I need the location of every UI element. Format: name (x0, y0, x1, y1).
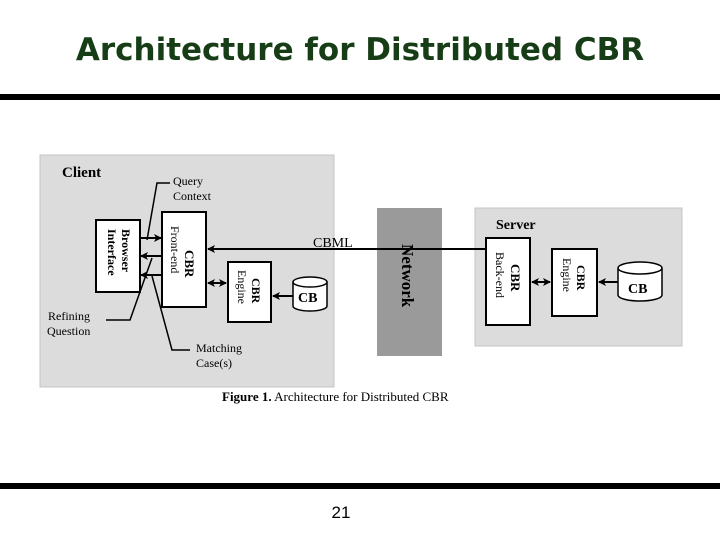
cbml-label: CBML (313, 236, 353, 251)
client-engine-line2: Engine (235, 270, 249, 304)
matching-cases-leader (151, 275, 190, 351)
browser-interface-line1: Browser (119, 229, 133, 273)
server-cb-label: CB (628, 282, 647, 297)
client-cb-label: CB (298, 291, 317, 306)
server-label: Server (496, 218, 536, 233)
bottom-divider (0, 483, 720, 489)
client-engine-line1: CBR (249, 278, 263, 304)
figure-caption: Figure 1. Architecture for Distributed C… (222, 389, 502, 405)
query-context-leader (146, 182, 170, 241)
front-end-line2: Front-end (168, 226, 182, 273)
browser-interface-box: Browser Interface (95, 219, 141, 293)
refining-question-line2: Question (47, 324, 90, 338)
refining-question-line1: Refining (48, 309, 90, 323)
page-number: 21 (331, 503, 351, 522)
cbr-front-end-box: CBR Front-end (161, 211, 207, 308)
front-end-line1: CBR (182, 250, 197, 278)
client-case-base: CB (292, 276, 328, 312)
server-engine-line2: Engine (560, 258, 574, 292)
figure-caption-text: Architecture for Distributed CBR (271, 389, 449, 404)
top-divider (0, 94, 720, 100)
back-end-line1: CBR (508, 264, 523, 292)
matching-cases-line1: Matching (196, 341, 242, 355)
matching-cases-line2: Case(s) (196, 356, 232, 370)
cbr-back-end-box: CBR Back-end (485, 237, 531, 326)
refining-question-leader (106, 257, 153, 321)
browser-interface-line2: Interface (105, 229, 119, 276)
network-label: Network (398, 244, 417, 308)
client-cbr-engine-box: CBR Engine (227, 261, 272, 323)
server-cbr-engine-box: CBR Engine (551, 248, 598, 317)
slide-title: Architecture for Distributed CBR (75, 32, 645, 68)
back-end-line2: Back-end (493, 252, 507, 298)
query-context-line2: Context (173, 189, 212, 203)
server-engine-line1: CBR (574, 265, 588, 291)
client-label: Client (62, 165, 101, 181)
query-context-line1: Query (173, 174, 203, 188)
figure-caption-label: Figure 1. (222, 389, 272, 404)
server-case-base: CB (617, 261, 663, 302)
network-block (377, 208, 442, 356)
